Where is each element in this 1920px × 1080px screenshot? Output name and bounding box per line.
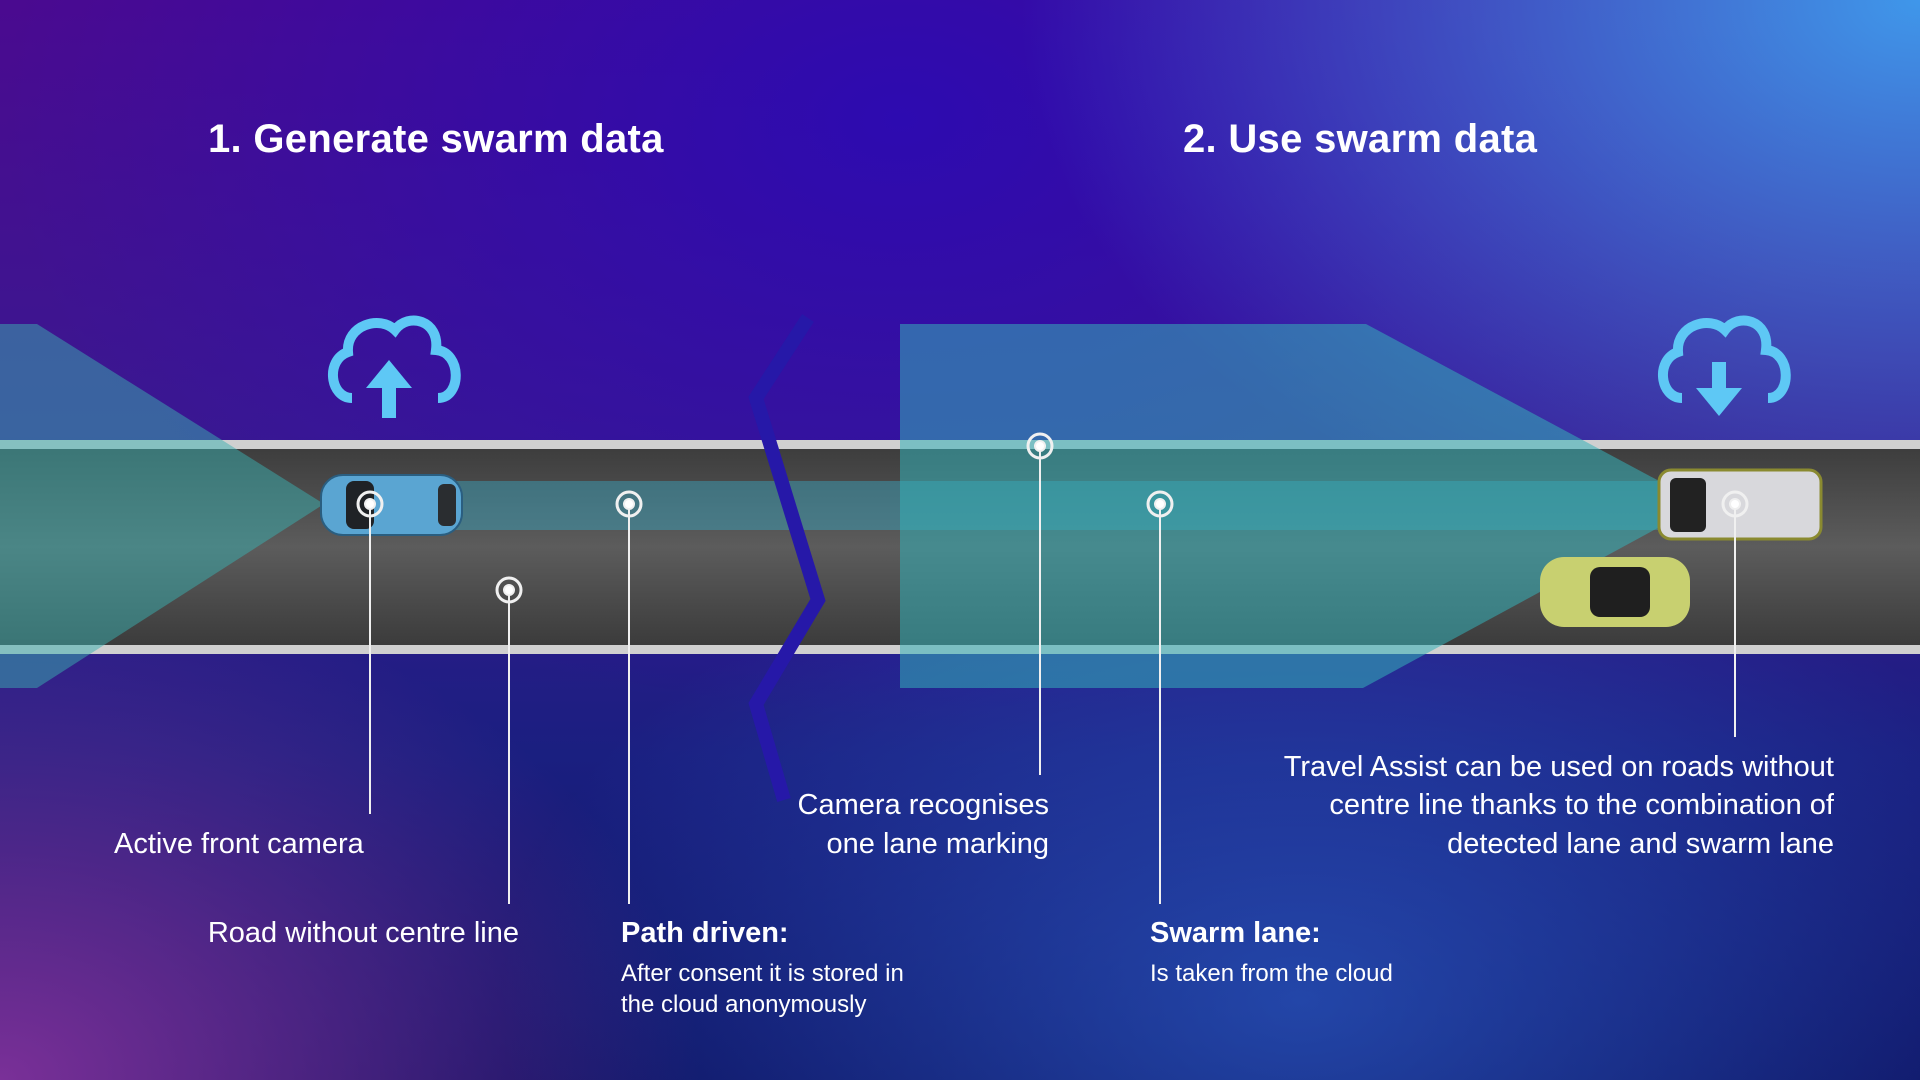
- location-marker-icon: [356, 490, 384, 814]
- cloud-download-icon: [1658, 315, 1791, 416]
- cloud-upload-icon: [328, 315, 461, 418]
- yellow-car: [1540, 557, 1690, 627]
- label-active-camera: Active front camera: [114, 828, 364, 860]
- location-marker-icon: [495, 576, 523, 904]
- camera-field-right: [900, 324, 1702, 688]
- label-road-without: Road without centre line: [207, 917, 519, 949]
- label-travel-line3: detected lane and swarm lane: [1447, 828, 1834, 860]
- label-swarm-title: Swarm lane:: [1150, 917, 1321, 949]
- location-marker-icon: [1721, 490, 1749, 737]
- label-path-driven-line1: After consent it is stored in: [621, 960, 904, 987]
- label-camera-line1: Camera recognises: [797, 789, 1049, 821]
- title-generate: 1. Generate swarm data: [208, 117, 664, 161]
- label-path-driven-title: Path driven:: [621, 917, 789, 949]
- location-marker-icon: [1026, 432, 1054, 775]
- title-use: 2. Use swarm data: [1183, 117, 1538, 161]
- label-travel-line2: centre line thanks to the combination of: [1329, 789, 1834, 821]
- blue-car: [320, 474, 463, 536]
- section-divider: [748, 314, 826, 802]
- label-camera-line2: one lane marking: [826, 828, 1049, 860]
- location-marker-icon: [615, 490, 643, 904]
- label-travel-line1: Travel Assist can be used on roads witho…: [1283, 751, 1834, 783]
- label-swarm-sub: Is taken from the cloud: [1150, 960, 1393, 987]
- location-marker-icon: [1146, 490, 1174, 904]
- label-path-driven-line2: the cloud anonymously: [621, 991, 867, 1018]
- camera-field-left: [0, 324, 324, 688]
